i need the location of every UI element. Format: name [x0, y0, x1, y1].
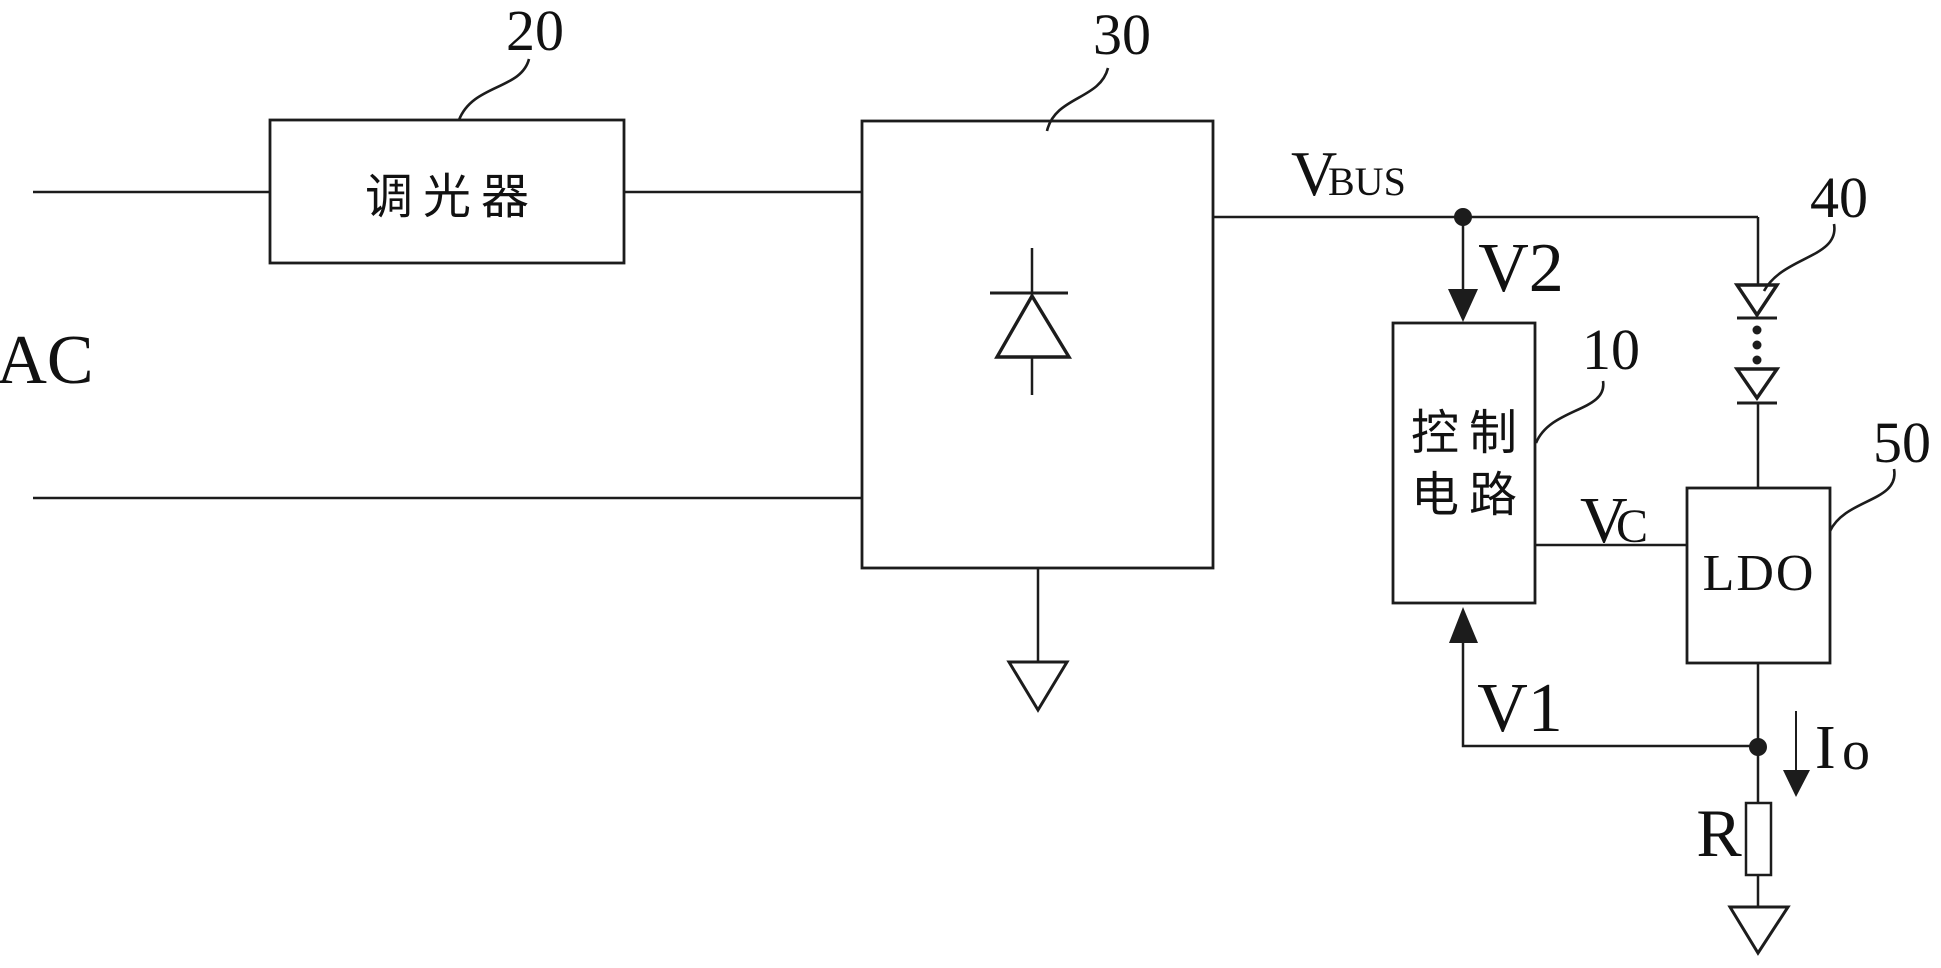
- control-label-line1: 控制: [1411, 407, 1527, 460]
- led1-triangle: [1733, 283, 1781, 319]
- dimmer-label: 调光器: [365, 171, 539, 224]
- vc-label-main: V: [1580, 484, 1628, 557]
- control-label-line2: 电路: [1411, 469, 1527, 522]
- v1-arrowhead-icon: [1449, 607, 1478, 643]
- leader-line-50: [1828, 468, 1896, 532]
- ref-30: 30: [1093, 2, 1151, 67]
- vc-label-sub: C: [1616, 500, 1648, 553]
- ref-20: 20: [506, 0, 564, 63]
- v1-arrow: [1449, 607, 1758, 748]
- led-icon: [1733, 283, 1781, 320]
- ground-icon: [1006, 660, 1070, 713]
- io-arrowhead-icon: [1783, 770, 1810, 797]
- leader-line-20: [457, 58, 531, 121]
- ellipsis-dot: [1752, 340, 1762, 350]
- io-label-sub: o: [1842, 720, 1870, 782]
- ac-label: AC: [0, 322, 94, 399]
- v2-arrowhead-icon: [1448, 289, 1478, 322]
- resistor-symbol: [1744, 801, 1773, 877]
- ellipsis-dot: [1752, 325, 1762, 335]
- ref-10: 10: [1582, 317, 1640, 382]
- ref-50: 50: [1873, 410, 1931, 475]
- led-icon: [1733, 367, 1781, 405]
- ref-40: 40: [1810, 165, 1868, 230]
- leader-line-40: [1762, 223, 1836, 292]
- v1-label: V1: [1477, 670, 1563, 747]
- control-circuit-block: [1391, 321, 1537, 605]
- ellipsis-dot: [1752, 355, 1762, 365]
- v2-label: V2: [1478, 230, 1564, 307]
- vbus-label-main: V: [1291, 138, 1337, 209]
- io-label-main: I: [1815, 714, 1836, 782]
- ldo-label: LDO: [1703, 545, 1816, 602]
- io-arrow: [1783, 711, 1810, 797]
- leader-line-30: [1045, 67, 1110, 132]
- led2-triangle: [1733, 367, 1781, 401]
- resistor-label: R: [1696, 795, 1742, 871]
- v2-arrow: [1448, 217, 1478, 322]
- ground-icon: [1727, 905, 1791, 956]
- v1-arrow-shaft: [1461, 640, 1758, 748]
- leader-line-10: [1534, 380, 1605, 444]
- diode-icon: [990, 248, 1073, 395]
- dimmer-block: [268, 118, 626, 265]
- vbus-label-sub: BUS: [1328, 159, 1406, 204]
